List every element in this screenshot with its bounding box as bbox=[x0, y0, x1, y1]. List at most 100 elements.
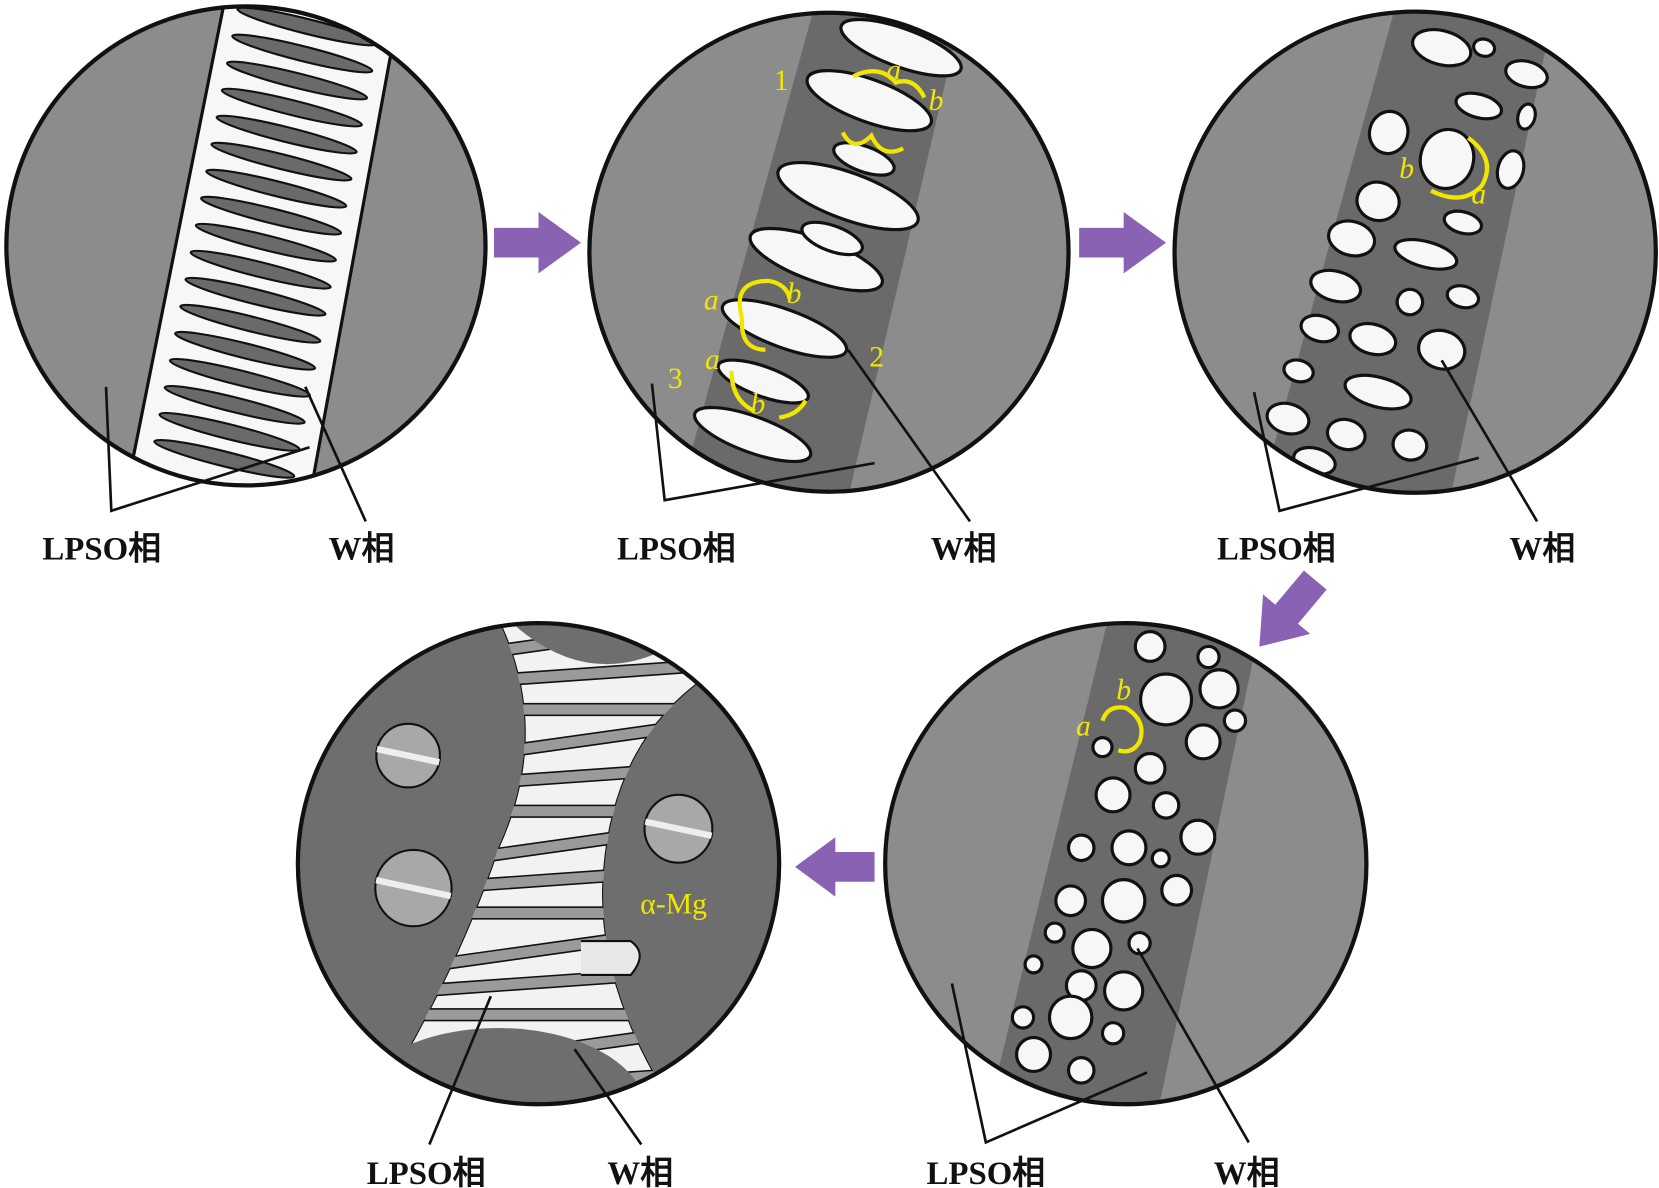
lpso-particle bbox=[1472, 37, 1497, 58]
lpso-particle bbox=[1495, 149, 1526, 190]
lpso-lamella bbox=[163, 384, 306, 425]
lpso-lamella bbox=[210, 141, 353, 182]
annotation-b: b bbox=[1399, 153, 1414, 185]
lpso-lamella bbox=[189, 249, 332, 290]
lpso-particle bbox=[1348, 321, 1398, 357]
lpso-particle bbox=[1395, 287, 1425, 317]
lpso-leader-line bbox=[950, 983, 1148, 1145]
lpso-label: LPSO相 bbox=[617, 531, 736, 568]
lpso-particle bbox=[1309, 268, 1363, 304]
lpso-particle bbox=[1391, 428, 1429, 462]
lpso-particle bbox=[720, 298, 849, 359]
lpso-particle bbox=[1504, 59, 1549, 90]
lpso-lamella bbox=[174, 330, 317, 371]
panel-5-border bbox=[295, 621, 782, 1107]
lpso-particle bbox=[1265, 401, 1311, 436]
w-label: W相 bbox=[607, 1155, 673, 1188]
alpha-mg-grain-bottom bbox=[349, 1027, 647, 1105]
lpso-particle bbox=[1198, 668, 1240, 710]
annotation-a: a bbox=[1471, 178, 1486, 210]
lpso-particle bbox=[1066, 1056, 1096, 1085]
w-label: W相 bbox=[1214, 1155, 1280, 1188]
lpso-particle bbox=[1367, 109, 1410, 156]
lpso-particle bbox=[1094, 776, 1132, 814]
lpso-lamella bbox=[226, 60, 369, 101]
lpso-particle bbox=[1015, 1035, 1053, 1074]
alpha-mg-label: α-Mg bbox=[640, 889, 707, 921]
lpso-leader-line bbox=[650, 383, 875, 502]
lpso-particle bbox=[832, 141, 896, 177]
arrow-right-icon bbox=[493, 211, 581, 274]
rotation-arrows bbox=[729, 69, 927, 420]
panel-2: 1 2 3 a b a b a b LPSO相 W相 bbox=[587, 10, 1071, 568]
lpso-particle bbox=[1299, 313, 1341, 344]
lpso-particle bbox=[1343, 373, 1413, 411]
w-leader-line bbox=[1136, 947, 1250, 1144]
lpso-particle bbox=[716, 358, 810, 405]
lpso-particles bbox=[1010, 630, 1248, 1085]
lpso-particle bbox=[1043, 921, 1066, 944]
annotation-b: b bbox=[1116, 674, 1131, 706]
lpso-particle bbox=[1100, 878, 1147, 924]
lpso-particle bbox=[1071, 927, 1113, 970]
lpso-particle bbox=[1102, 970, 1145, 1012]
lpso-particle bbox=[1139, 672, 1194, 727]
lpso-label: LPSO相 bbox=[1217, 531, 1336, 568]
lpso-leader-line bbox=[428, 995, 493, 1146]
annotation-3: 3 bbox=[668, 363, 683, 395]
lpso-particle bbox=[839, 17, 963, 78]
lpso-particles bbox=[1265, 28, 1549, 477]
lpso-particle bbox=[776, 160, 920, 232]
lpso-inclusion-stripe bbox=[376, 745, 440, 766]
panel-3-border bbox=[1172, 9, 1658, 495]
lpso-leader-line bbox=[1252, 391, 1480, 513]
lpso-lamella bbox=[205, 168, 348, 209]
rotation-arrow bbox=[1100, 705, 1144, 754]
lpso-particle bbox=[1066, 833, 1096, 863]
panel-5: α-Mg LPSO相 W相 bbox=[295, 621, 782, 1188]
lpso-particle bbox=[1054, 884, 1088, 918]
lpso-particle bbox=[1196, 644, 1221, 670]
lpso-particle bbox=[1179, 818, 1217, 856]
w-label: W相 bbox=[931, 531, 997, 568]
lpso-particle bbox=[1445, 284, 1481, 310]
annotation-1: 1 bbox=[774, 65, 789, 97]
w-label: W相 bbox=[1510, 531, 1576, 568]
annotation-b: b bbox=[751, 388, 766, 420]
lpso-particle bbox=[800, 220, 864, 257]
w-leader-line bbox=[846, 348, 972, 523]
lpso-particle bbox=[1442, 209, 1484, 236]
lpso-particle bbox=[1325, 417, 1367, 452]
panel-1: LPSO相 W相 bbox=[4, 4, 488, 568]
lpso-lamella bbox=[220, 87, 363, 128]
lpso-particle bbox=[1010, 1005, 1036, 1030]
lpso-particle bbox=[1411, 28, 1473, 68]
lpso-particles bbox=[692, 17, 963, 464]
annotation-a: a bbox=[1076, 710, 1091, 742]
panel-2-border bbox=[587, 10, 1071, 494]
lpso-label: LPSO相 bbox=[42, 531, 161, 568]
lpso-inclusion-stripe bbox=[644, 818, 713, 839]
lpso-particle bbox=[1023, 954, 1044, 975]
w-leader-line bbox=[1440, 359, 1539, 523]
lpso-lamellae bbox=[153, 6, 379, 479]
annotation-b: b bbox=[787, 278, 802, 310]
lpso-particle bbox=[1150, 848, 1171, 869]
lpso-particle bbox=[1133, 751, 1167, 785]
lpso-label: LPSO相 bbox=[367, 1155, 486, 1188]
lpso-particle bbox=[1110, 829, 1148, 867]
annotation-2: 2 bbox=[869, 342, 884, 374]
lpso-particle bbox=[1151, 791, 1181, 820]
panel-4: a b LPSO相 W相 bbox=[883, 621, 1369, 1188]
w-leader-line bbox=[304, 386, 367, 522]
lpso-particle bbox=[1047, 994, 1094, 1041]
lpso-lamella bbox=[231, 33, 374, 74]
annotation-a: a bbox=[704, 284, 719, 316]
lpso-particle bbox=[1222, 708, 1248, 733]
arrow-left-icon bbox=[795, 837, 875, 897]
lpso-label: LPSO相 bbox=[926, 1155, 1045, 1188]
lpso-particle bbox=[692, 405, 813, 464]
annotation-a: a bbox=[705, 344, 720, 376]
lpso-lamella bbox=[194, 222, 337, 263]
